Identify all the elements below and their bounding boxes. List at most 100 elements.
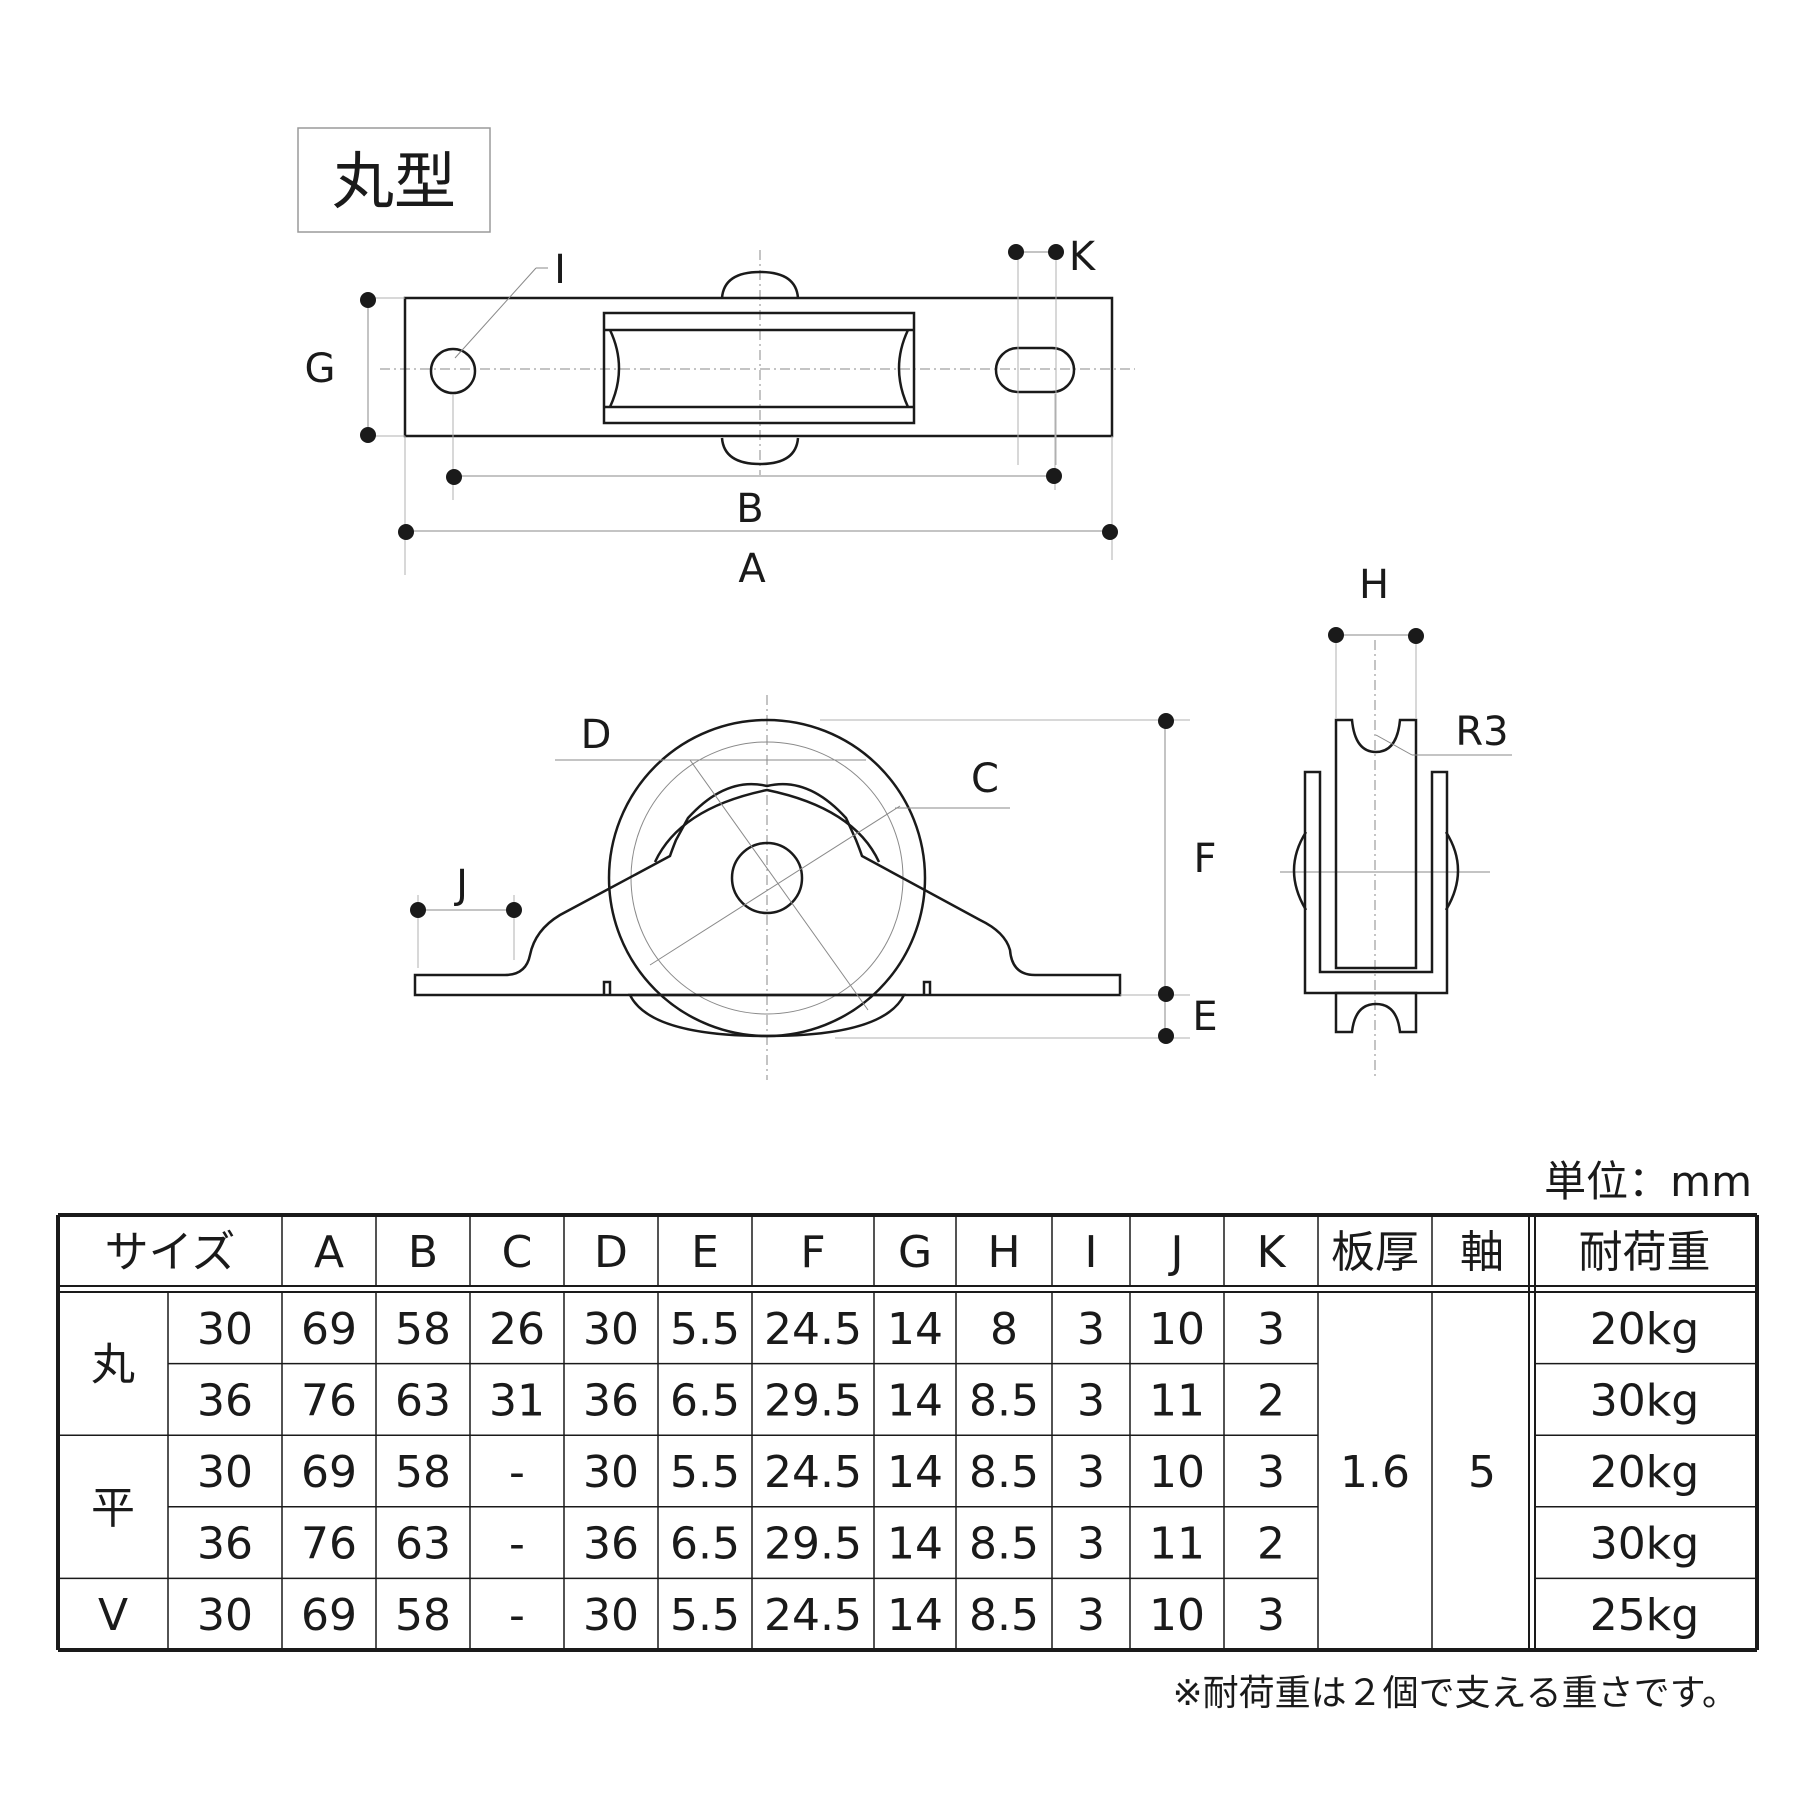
header-cell: 板厚: [1331, 1227, 1419, 1278]
header-cell: F: [800, 1227, 825, 1278]
table-type-label: V: [98, 1590, 128, 1641]
header-cell: K: [1257, 1227, 1287, 1278]
table-cell-h: 8.5: [969, 1375, 1039, 1426]
table-cell-k: 2: [1257, 1375, 1285, 1426]
side-view-drawing: D C J F E: [410, 695, 1218, 1080]
table-cell-e: 6.5: [670, 1519, 740, 1570]
load-note: ※耐荷重は２個で支える重さです。: [1173, 1673, 1738, 1714]
table-cell-e: 6.5: [670, 1375, 740, 1426]
dim-label-f: F: [1193, 836, 1216, 882]
top-view-drawing: G B A K I: [305, 234, 1135, 592]
table-cell-load: 25kg: [1590, 1590, 1699, 1641]
table-cell-a: 69: [301, 1447, 357, 1498]
table-cell-g: 14: [887, 1519, 943, 1570]
header-cell: 軸: [1460, 1227, 1504, 1278]
table-cell-g: 14: [887, 1447, 943, 1498]
header-cell: D: [594, 1227, 628, 1278]
table-cell-d: 30: [583, 1447, 639, 1498]
title-label: 丸型: [332, 145, 456, 218]
dim-label-g: G: [305, 346, 336, 392]
table-cell-a: 76: [301, 1519, 357, 1570]
table-cell-b: 58: [395, 1447, 451, 1498]
table-cell-load: 20kg: [1590, 1304, 1699, 1355]
table-cell-j: 11: [1149, 1519, 1205, 1570]
table-cell-g: 14: [887, 1304, 943, 1355]
header-cell: J: [1168, 1227, 1184, 1278]
table-cell-g: 14: [887, 1375, 943, 1426]
table-cell-j: 10: [1149, 1447, 1205, 1498]
dim-label-e: E: [1192, 994, 1217, 1040]
table-cell-h: 8.5: [969, 1447, 1039, 1498]
header-cell: E: [691, 1227, 719, 1278]
table-cell-a: 69: [301, 1590, 357, 1641]
table-cell-size: 36: [197, 1375, 253, 1426]
table-cell-c: -: [509, 1519, 525, 1570]
table-cell-load: 20kg: [1590, 1447, 1699, 1498]
table-cell-k: 3: [1257, 1304, 1285, 1355]
table-cell-c: -: [509, 1447, 525, 1498]
title-box: 丸型: [297, 127, 491, 233]
table-type-label: 平: [91, 1483, 135, 1534]
table-cell-load: 30kg: [1590, 1519, 1699, 1570]
table-cell-i: 3: [1077, 1590, 1105, 1641]
table-cell-i: 3: [1077, 1519, 1105, 1570]
table-cell-g: 14: [887, 1590, 943, 1641]
table-cell-axle: 5: [1468, 1447, 1496, 1498]
header-cell: C: [502, 1227, 533, 1278]
table-cell-d: 36: [583, 1519, 639, 1570]
dim-label-b: B: [736, 486, 763, 532]
table-cell-d: 36: [583, 1375, 639, 1426]
table-cell-i: 3: [1077, 1375, 1105, 1426]
table-cell-a: 69: [301, 1304, 357, 1355]
table-cell-i: 3: [1077, 1447, 1105, 1498]
table-cell-j: 11: [1149, 1375, 1205, 1426]
header-cell: H: [987, 1227, 1020, 1278]
table-cell-c: 31: [489, 1375, 545, 1426]
dim-label-h: H: [1359, 562, 1389, 608]
header-cell: G: [898, 1227, 932, 1278]
table-cell-k: 3: [1257, 1590, 1285, 1641]
table-cell-f: 29.5: [764, 1375, 862, 1426]
table-cell-b: 58: [395, 1590, 451, 1641]
table-cell-f: 24.5: [764, 1447, 862, 1498]
table-cell-size: 30: [197, 1304, 253, 1355]
table-cell-i: 3: [1077, 1304, 1105, 1355]
front-view-drawing: H R3: [1280, 562, 1512, 1080]
table-cell-e: 5.5: [670, 1447, 740, 1498]
dim-label-j: J: [453, 862, 468, 908]
table-cell-size: 36: [197, 1519, 253, 1570]
header-cell: B: [408, 1227, 438, 1278]
table-cell-size: 30: [197, 1590, 253, 1641]
header-cell: サイズ: [105, 1227, 236, 1278]
unit-label: 単位：mm: [1544, 1157, 1752, 1206]
table-cell-b: 63: [395, 1375, 451, 1426]
table-cell-f: 24.5: [764, 1304, 862, 1355]
table-cell-a: 76: [301, 1375, 357, 1426]
table-cell-d: 30: [583, 1590, 639, 1641]
dim-label-i: I: [554, 247, 566, 293]
table-cell-e: 5.5: [670, 1590, 740, 1641]
table-cell-k: 3: [1257, 1447, 1285, 1498]
dim-label-c: C: [971, 756, 999, 802]
table-cell-h: 8: [990, 1304, 1018, 1355]
table-cell-f: 24.5: [764, 1590, 862, 1641]
table-cell-load: 30kg: [1590, 1375, 1699, 1426]
table-cell-c: 26: [489, 1304, 545, 1355]
dim-label-d: D: [581, 712, 612, 758]
header-cell: 耐荷重: [1579, 1227, 1711, 1278]
table-cell-e: 5.5: [670, 1304, 740, 1355]
table-type-label: 丸: [91, 1340, 135, 1391]
table-cell-h: 8.5: [969, 1519, 1039, 1570]
table-cell-b: 58: [395, 1304, 451, 1355]
header-cell: A: [314, 1227, 344, 1278]
table-cell-k: 2: [1257, 1519, 1285, 1570]
dim-label-k: K: [1069, 234, 1097, 280]
header-cell: I: [1085, 1227, 1098, 1278]
table-cell-c: -: [509, 1590, 525, 1641]
table-cell-h: 8.5: [969, 1590, 1039, 1641]
table-cell-j: 10: [1149, 1304, 1205, 1355]
table-cell-d: 30: [583, 1304, 639, 1355]
table-cell-plate-thickness: 1.6: [1340, 1447, 1410, 1498]
